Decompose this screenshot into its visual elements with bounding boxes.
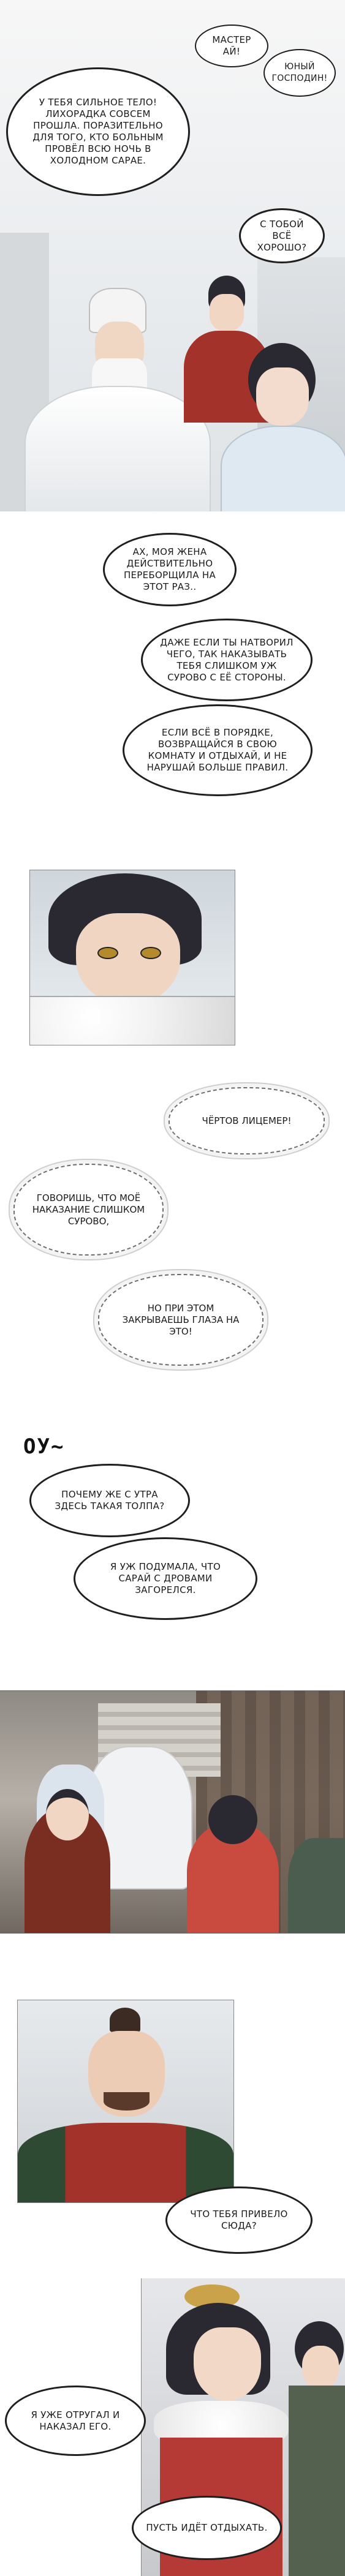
young-lord-face	[76, 913, 180, 1005]
speech-bubble-go-rest: ЕСЛИ ВСЁ В ПОРЯДКЕ, ВОЗВРАЩАЙСЯ В СВОЮ К…	[123, 704, 313, 796]
lord-beard	[104, 2092, 150, 2111]
servant-head-2	[46, 1789, 89, 1840]
speech-bubble-are-you-ok: С ТОБОЙ ВСЁ ХОРОШО?	[239, 208, 325, 263]
speech-bubble-young-lord: ЮНЫЙ ГОСПОДИН!	[263, 49, 336, 97]
panel-group-scene	[0, 1690, 345, 1934]
lady-head	[208, 1795, 257, 1844]
speech-bubble-crowd: ПОЧЕМУ ЖЕ С УТРА ЗДЕСЬ ТАКАЯ ТОЛПА?	[29, 1464, 190, 1537]
speech-bubble-wife-overdid: АХ, МОЯ ЖЕНА ДЕЙСТВИТЕЛЬНО ПЕРЕБОРЩИЛА Н…	[103, 533, 237, 606]
panel-1-courtyard: МАСТЕР АЙ! ЮНЫЙ ГОСПОДИН! У ТЕБЯ СИЛЬНОЕ…	[0, 0, 345, 511]
speech-bubble-already-scolded: Я УЖЕ ОТРУГАЛ И НАКАЗАЛ ЕГО.	[5, 2386, 146, 2456]
young-lord-figure	[221, 343, 345, 511]
speech-bubble-strong-body: У ТЕБЯ СИЛЬНОЕ ТЕЛО! ЛИХОРАДКА СОВСЕМ ПР…	[6, 67, 190, 196]
right-eye	[140, 947, 161, 959]
speech-bubble-let-him-rest: ПУСТЬ ИДЁТ ОТДЫХАТЬ.	[132, 2496, 282, 2560]
speech-bubble-barn-fire: Я УЖ ПОДУМАЛА, ЧТО САРАЙ С ДРОВАМИ ЗАГОР…	[74, 1537, 257, 1620]
panel-lord-father	[17, 2000, 234, 2203]
panel-angry-young-lord	[29, 870, 235, 1045]
lord-hat	[110, 2008, 140, 2032]
thought-bubble-too-harsh: ГОВОРИШЬ, ЧТО МОЁ НАКАЗАНИЕ СЛИШКОМ СУРО…	[13, 1164, 164, 1256]
old-master-figure	[25, 288, 211, 511]
fur-collar	[30, 996, 235, 1045]
speech-bubble-even-if: ДАЖЕ ЕСЛИ ТЫ НАТВОРИЛ ЧЕГО, ТАК НАКАЗЫВА…	[141, 619, 313, 701]
servant-figure	[184, 276, 270, 423]
maid-face	[302, 2346, 339, 2389]
sfx-oy: ОУ~	[23, 1434, 65, 1459]
maid-figure	[288, 1838, 345, 1933]
left-eye	[97, 947, 118, 959]
thought-bubble-close-eyes: НО ПРИ ЭТОМ ЗАКРЫВАЕШЬ ГЛАЗА НА ЭТО!	[98, 1274, 263, 1366]
lord-robe	[18, 2123, 233, 2202]
speech-bubble-what-brought: ЧТО ТЕБЯ ПРИВЕЛО СЮДА?	[165, 2186, 313, 2254]
lady-face	[194, 2327, 261, 2401]
speech-bubble-master-ai: МАСТЕР АЙ!	[195, 24, 268, 67]
maid-body	[289, 2386, 345, 2576]
thought-bubble-hypocrite: ЧЁРТОВ ЛИЦЕМЕР!	[169, 1087, 325, 1154]
